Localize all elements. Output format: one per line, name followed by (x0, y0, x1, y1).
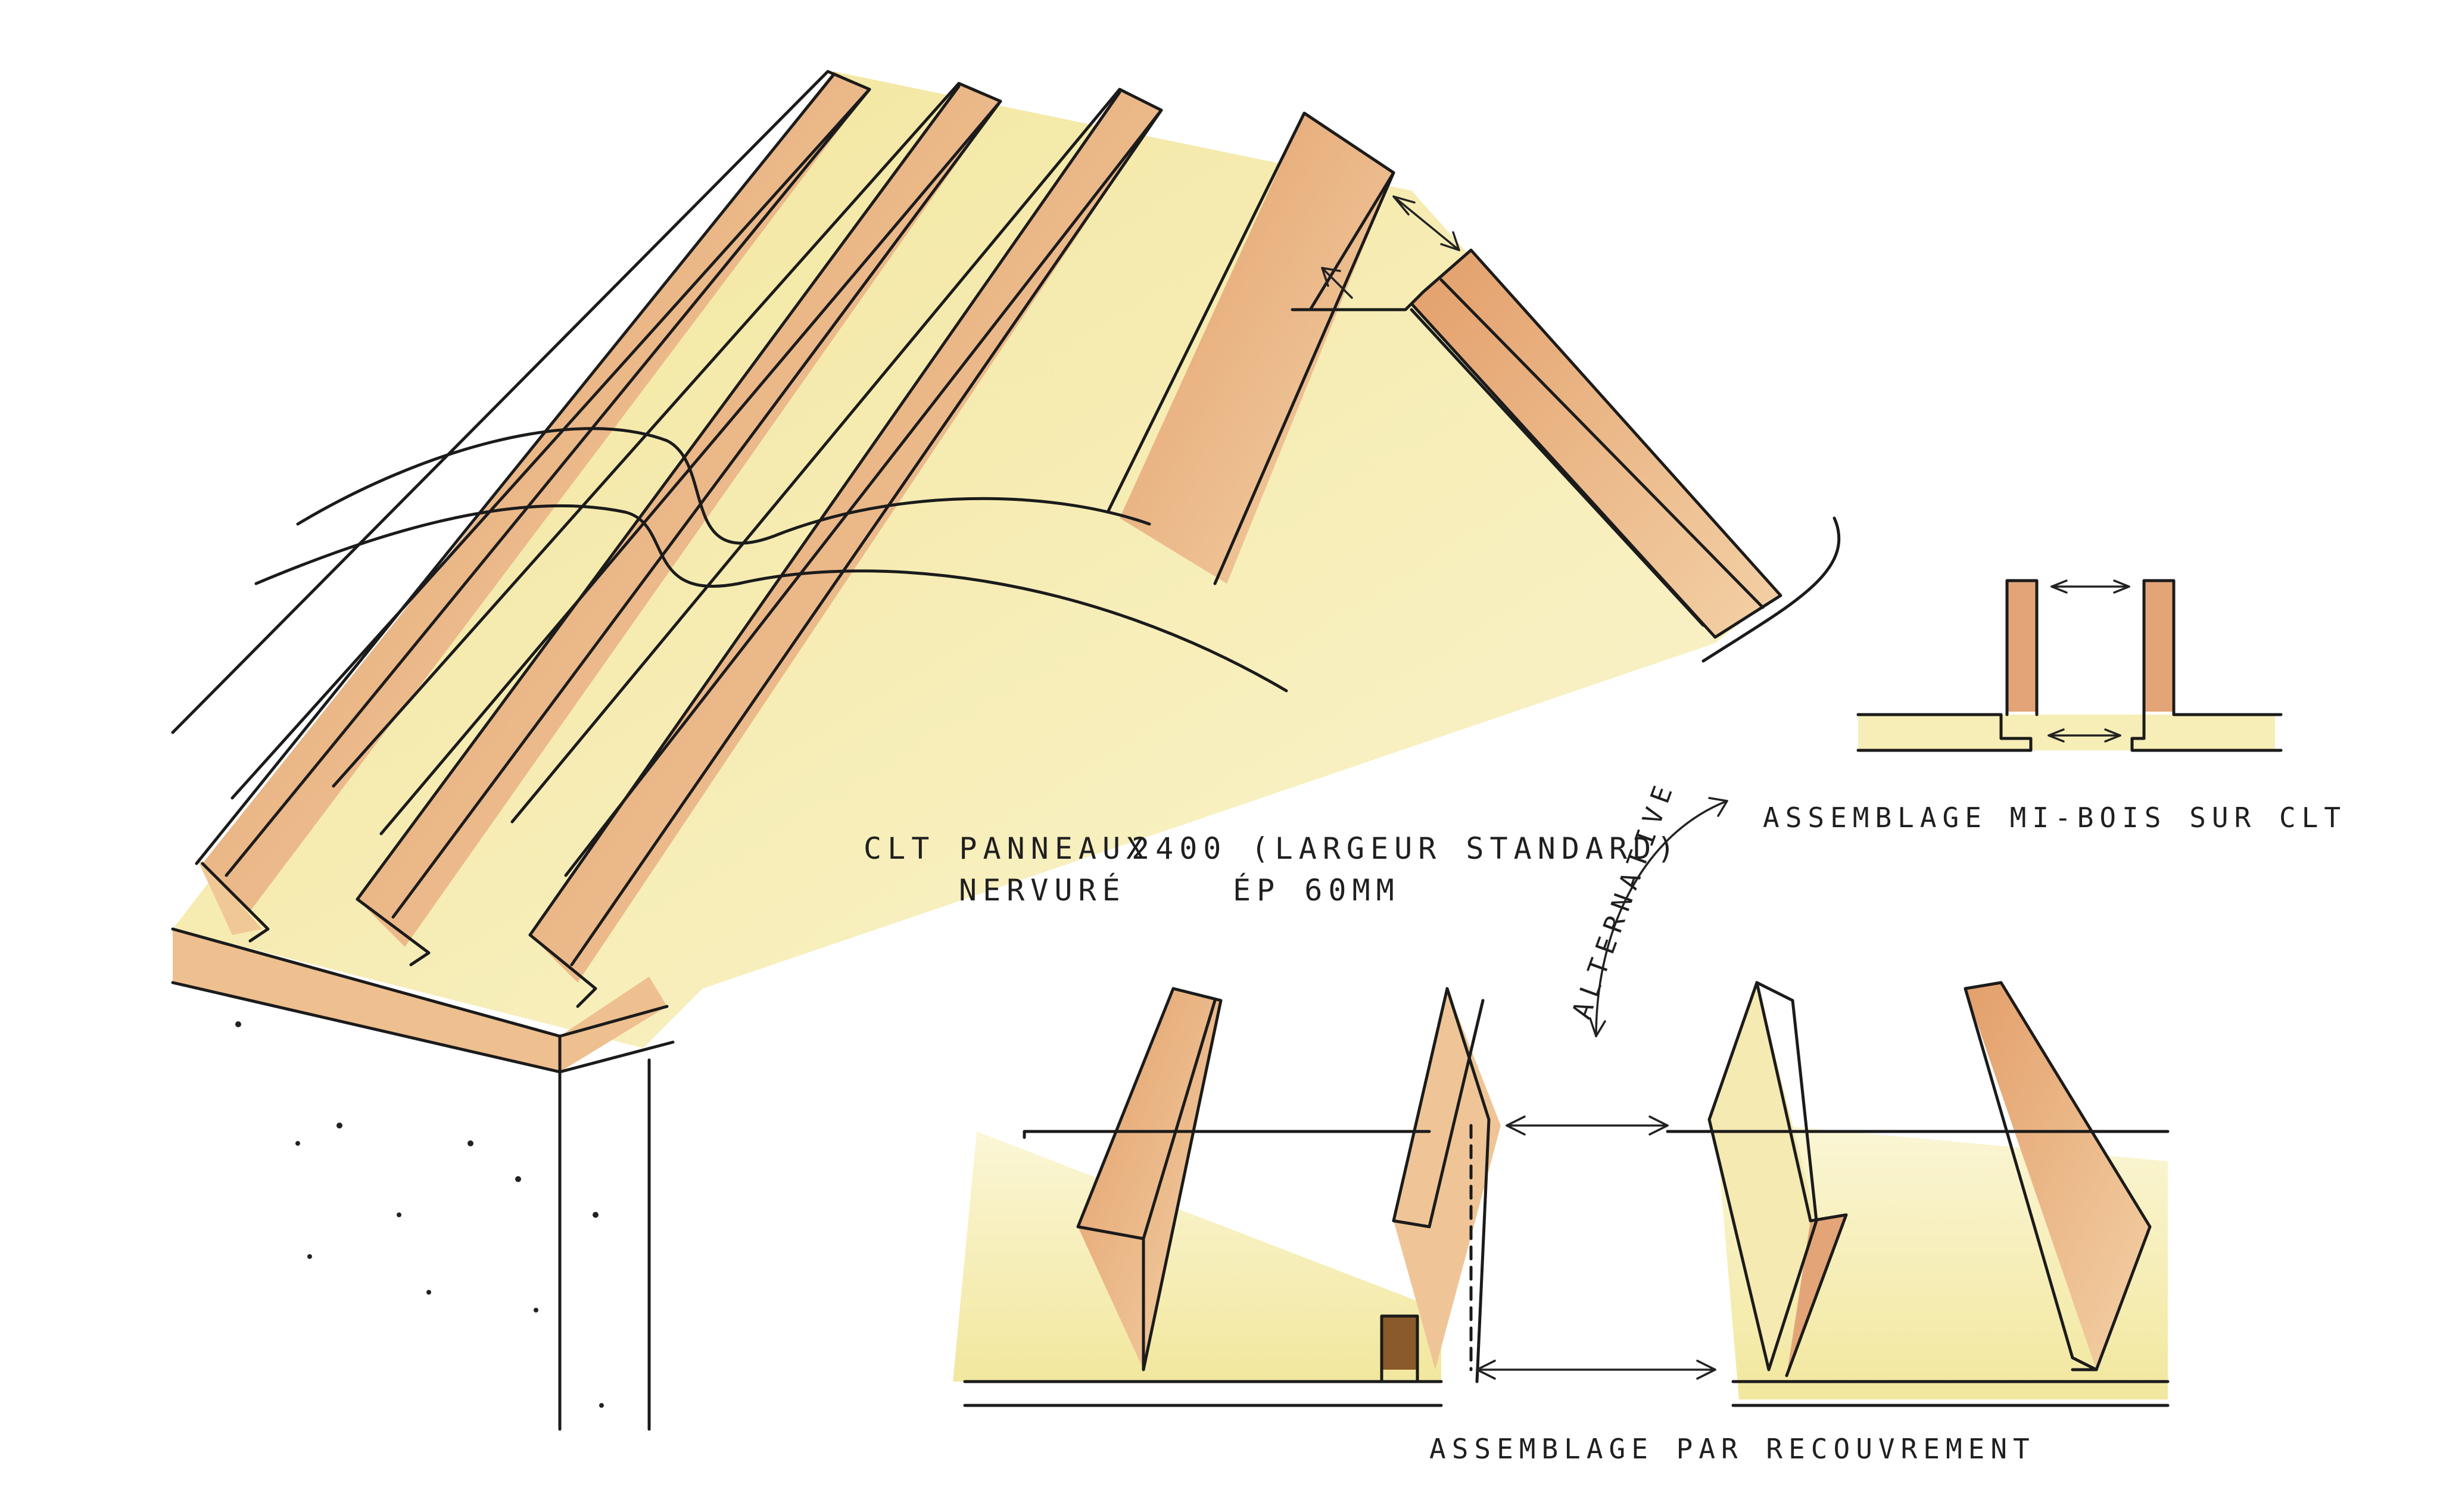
label-nervure: NERVURÉ (959, 873, 1126, 908)
overlap-assembly-detail (953, 981, 2170, 1407)
alternative-curved-arrow (1589, 797, 1728, 1037)
ribbed-clt-roof-sketch (171, 70, 1841, 1431)
roof-rib-5-separated (1411, 250, 1781, 637)
label-thickness: ÉP 60MM (1233, 873, 1400, 908)
roof-rib-2 (357, 83, 1001, 947)
label-assemblage-mi-bois: ASSEMBLAGE MI-BOIS SUR CLT (1763, 802, 2347, 834)
wall-texture-dots (235, 1021, 604, 1408)
mi-bois-joint-detail (1856, 579, 2283, 752)
label-clt-panneaux: CLT PANNEAUX (864, 831, 1151, 866)
roof-panel-surface (173, 71, 1775, 1048)
label-width-standard: 2400 (LARGEUR STANDARD) (1132, 831, 1681, 866)
roof-rib-4 (1120, 113, 1394, 584)
section-break-line (296, 427, 1151, 545)
label-assemblage-recouvrement: ASSEMBLAGE PAR RECOUVREMENT (1429, 1433, 2036, 1465)
joint-separation-arrows (1321, 195, 1460, 299)
